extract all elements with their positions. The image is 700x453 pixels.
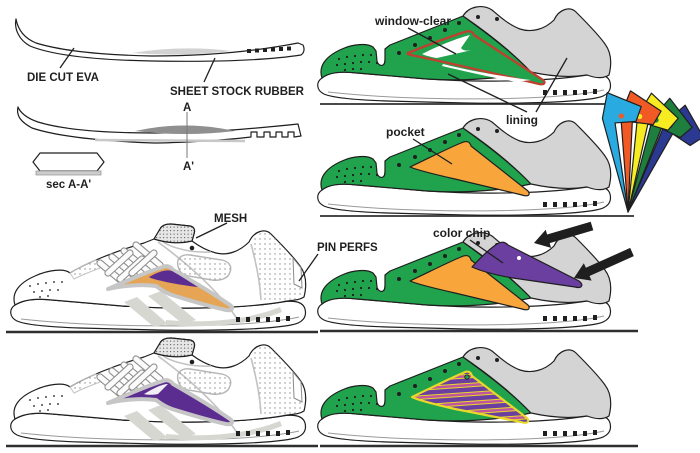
pointer-mesh	[195, 222, 228, 239]
callout-arrow-icon-2	[574, 247, 634, 281]
label-color-chip: color chip	[433, 226, 490, 240]
logo-white-arrow	[422, 35, 472, 58]
shoe-green-window-clear	[317, 6, 612, 104]
heel-dashes	[247, 46, 291, 53]
ground-sheet-line	[94, 138, 246, 143]
label-pin-perfs: PIN PERFS	[317, 242, 378, 254]
window-white-wedge	[144, 384, 168, 395]
pocket-panel	[409, 254, 530, 311]
label-pocket: pocket	[386, 125, 425, 139]
shoe-green-striped-window	[317, 347, 612, 445]
window-purple	[106, 378, 235, 427]
striped-window	[410, 370, 530, 424]
pointer-color-chip	[469, 239, 504, 264]
section-rubber-strip	[35, 170, 102, 176]
window-logo-purple	[149, 270, 198, 287]
shoe-green-pocket	[317, 118, 612, 216]
pointer-pin-perfs	[298, 253, 319, 282]
pointer-die-cut-eva	[59, 47, 75, 69]
pocket-panel	[409, 140, 530, 197]
label-section-a-prime: A'	[183, 161, 194, 173]
color-chip-fan	[601, 90, 700, 213]
pointer-sheet-stock	[203, 57, 216, 83]
arch-lens-dark	[135, 125, 235, 134]
label-lining: lining	[506, 113, 538, 127]
logo-white-sliver	[442, 64, 531, 82]
chip-eyelet-dot	[517, 256, 521, 260]
sole-profile-eva: DIE CUT EVA SHEET STOCK RUBBER	[14, 18, 305, 98]
color-chip-panel	[471, 241, 583, 289]
callout-arrow-icon-1	[534, 221, 594, 248]
shoe-white-purple-logo	[11, 338, 306, 444]
shoe-white-mesh	[11, 224, 306, 330]
sole-profile-section: A A' sec A-A'	[16, 102, 302, 191]
label-sec-aa: sec A-A'	[46, 179, 91, 191]
label-window-clear: window-clear	[374, 14, 451, 28]
pointer-pocket	[412, 138, 453, 165]
eva-lens	[132, 48, 232, 55]
pointer-lining-right	[535, 57, 568, 113]
pointer-lining-left	[447, 73, 528, 113]
label-die-cut-eva: DIE CUT EVA	[27, 72, 99, 84]
color-chip-cyan	[601, 92, 642, 213]
label-sheet-stock-rubber: SHEET STOCK RUBBER	[170, 86, 305, 98]
shoe-green-color-chip	[317, 232, 612, 330]
sole-profile-outline	[16, 106, 302, 144]
sole-profile-outline	[14, 18, 305, 62]
pointer-window-clear	[407, 27, 457, 55]
section-hexagon	[32, 152, 105, 172]
label-mesh: MESH	[214, 213, 247, 225]
window-tan	[106, 264, 235, 313]
clear-window	[406, 30, 546, 86]
label-section-a: A	[183, 102, 191, 114]
window-green-dot	[464, 374, 470, 380]
